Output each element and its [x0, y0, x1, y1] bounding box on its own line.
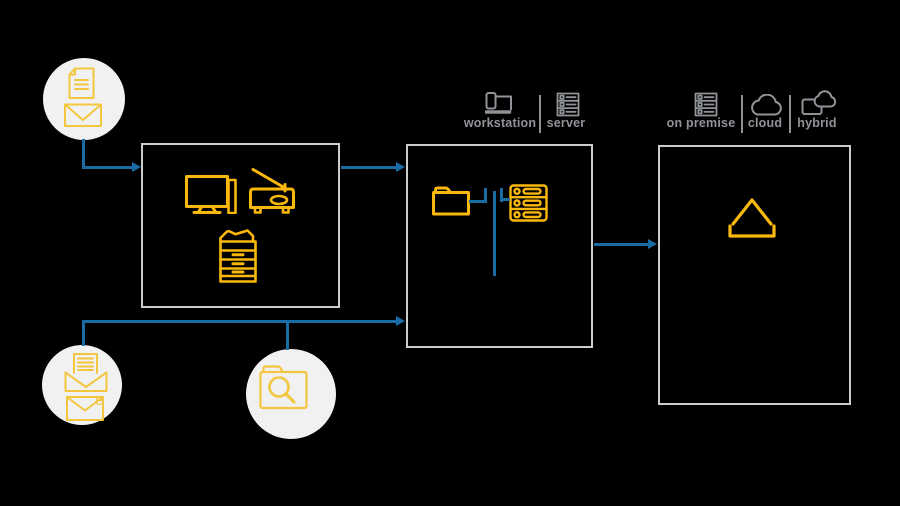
header-divider [539, 95, 541, 133]
capture-devices-box [141, 143, 340, 308]
processing-box [406, 144, 593, 348]
arrow-mail-to-capture [82, 166, 133, 169]
destination-box [658, 145, 851, 405]
desktop-computer-icon [185, 175, 237, 214]
multifunction-printer-icon [219, 229, 257, 283]
header-divider [741, 95, 743, 133]
arrow-inputs-to-processing [82, 320, 397, 323]
search-folder-icon [259, 365, 308, 410]
header-divider [789, 95, 791, 133]
cloud-label: cloud [747, 116, 783, 130]
server-rack-icon [694, 92, 718, 117]
cloud-icon [751, 94, 782, 116]
folder-server-connector [500, 188, 503, 202]
mail-source-node [43, 58, 125, 140]
folder-server-connector [469, 200, 486, 203]
email-e-badge: e [95, 392, 103, 409]
email-source-node: e [42, 345, 122, 425]
folder-server-connector [500, 198, 510, 201]
arrow-mail-to-capture [82, 139, 85, 168]
folder-icon [432, 186, 470, 216]
arrow-capture-to-processing [341, 166, 396, 169]
server-rack-icon [556, 92, 580, 117]
arrow-inputs-to-processing [82, 320, 85, 346]
folder-server-connector [484, 188, 487, 203]
hybrid-label: hybrid [797, 116, 837, 130]
server-label: server [546, 116, 586, 130]
search-source-node [246, 349, 336, 439]
on-premise-label: on premise [666, 116, 736, 130]
arrowhead [396, 316, 405, 326]
document-envelope-icon [64, 67, 102, 127]
folder-server-connector [493, 191, 496, 276]
hybrid-cloud-icon [801, 90, 837, 115]
upload-icon [728, 198, 776, 238]
arrowhead [132, 162, 141, 172]
open-envelope-document-icon: e [64, 353, 108, 421]
workstation-label: workstation [463, 116, 537, 130]
arrow-processing-to-destination [594, 243, 648, 246]
scanner-icon [249, 168, 295, 214]
arrowhead [396, 162, 405, 172]
server-rack-icon [509, 184, 548, 222]
arrow-inputs-to-processing [286, 320, 289, 350]
workstation-icon [485, 92, 513, 114]
arrowhead [648, 239, 657, 249]
